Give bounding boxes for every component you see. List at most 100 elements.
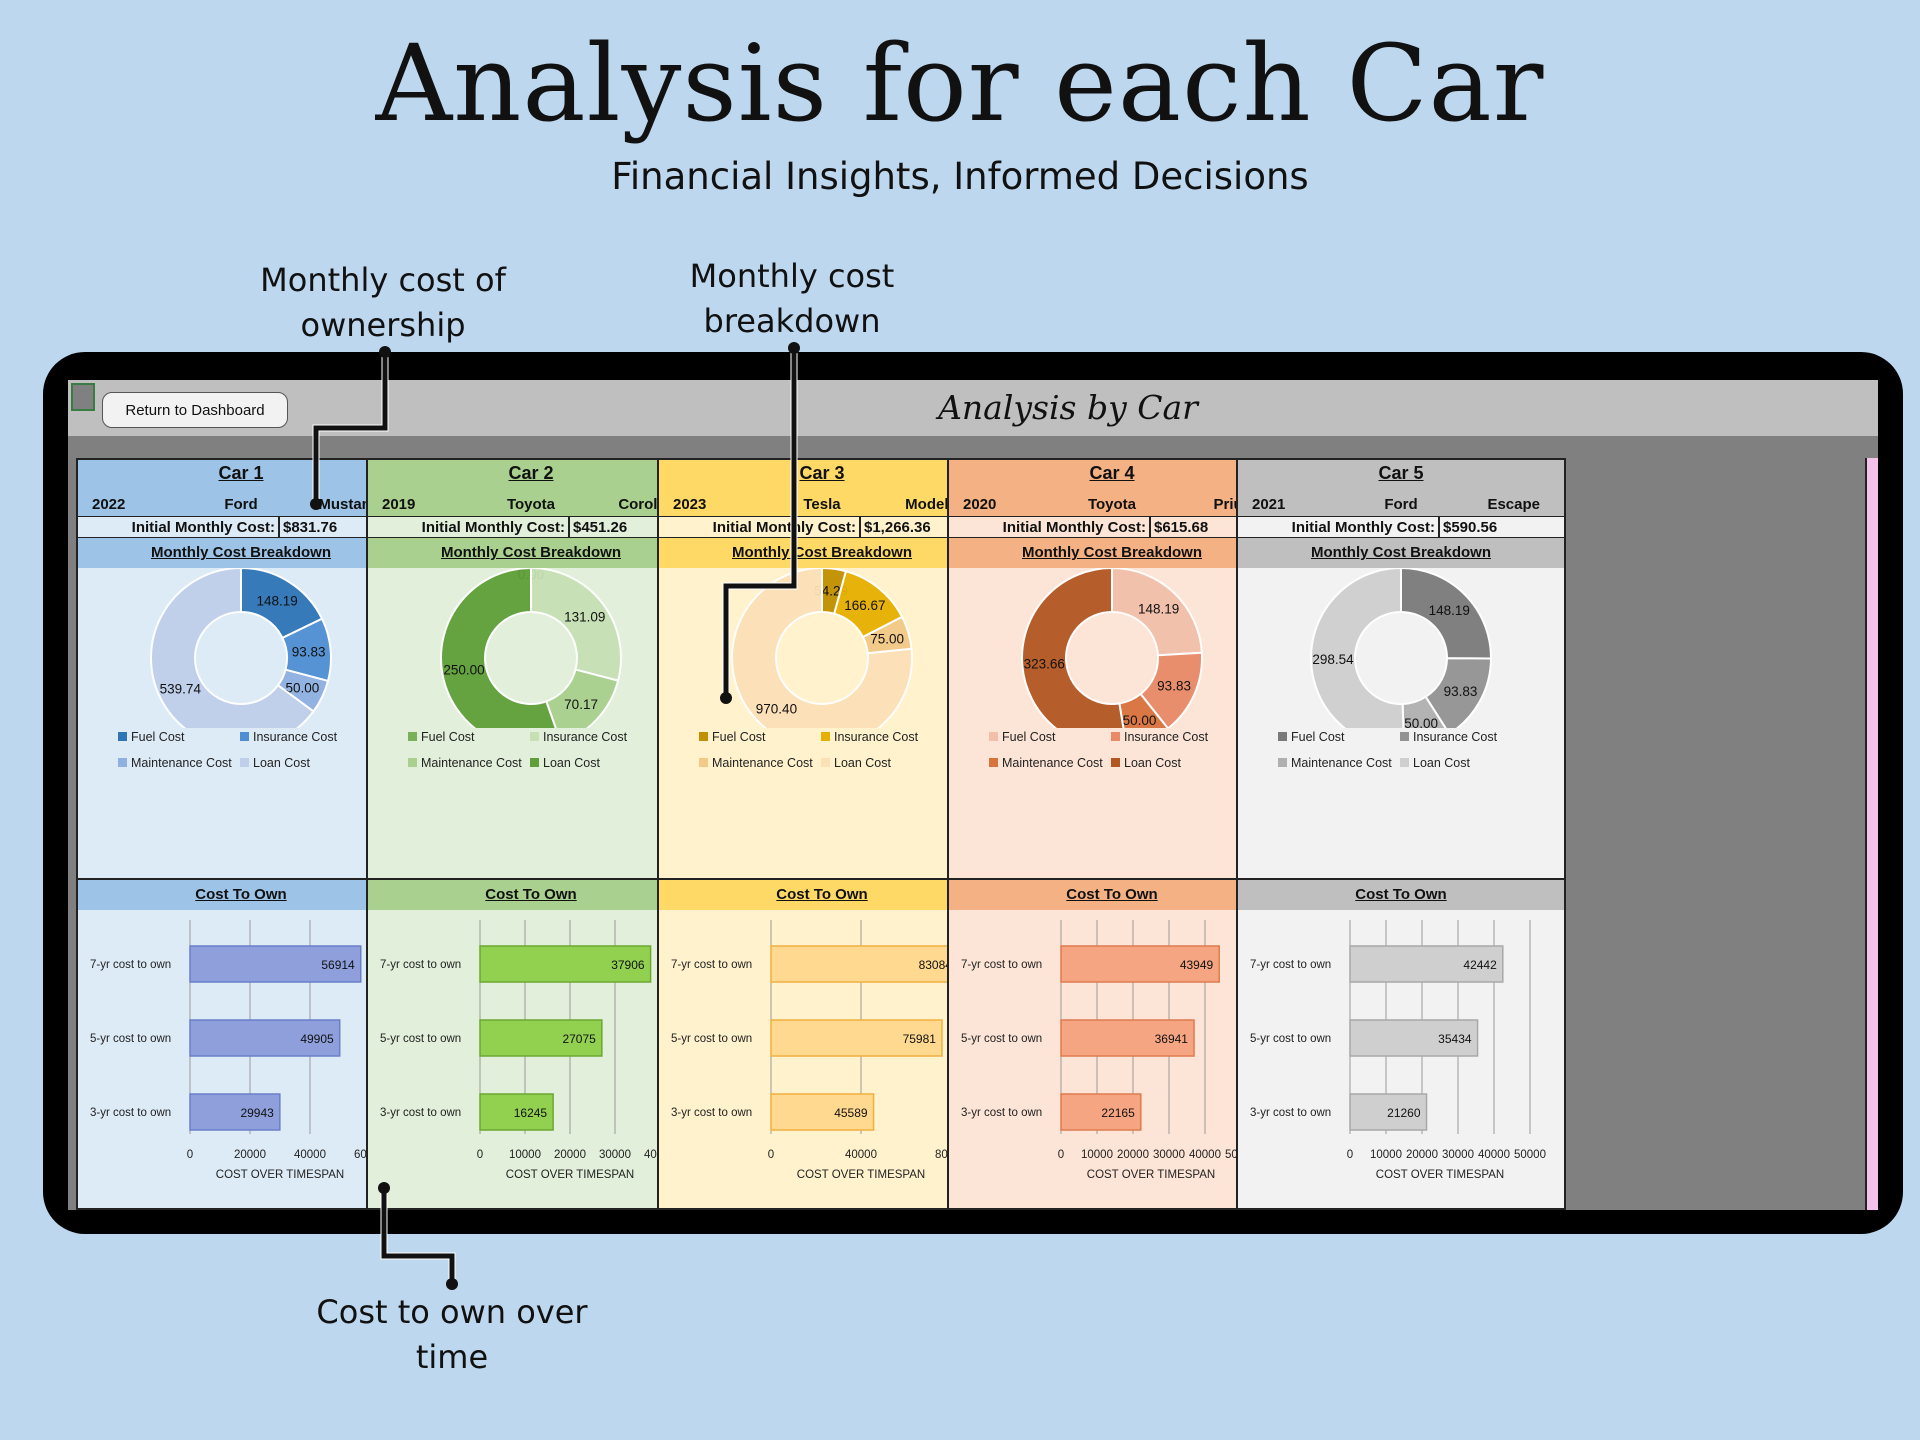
legend-swatch bbox=[1278, 732, 1287, 741]
bar-value-label: 21260 bbox=[1387, 1106, 1421, 1120]
car-year: 2020 bbox=[963, 496, 997, 513]
cost-to-own-title: Cost To Own bbox=[949, 880, 1275, 910]
bar-value-label: 43949 bbox=[1180, 958, 1214, 972]
legend-item: Maintenance Cost bbox=[989, 756, 1103, 770]
legend-item: Fuel Cost bbox=[699, 730, 766, 744]
bar-category-label: 7-yr cost to own bbox=[90, 959, 171, 971]
car-name: Car 1 bbox=[218, 463, 264, 483]
legend-label: Insurance Cost bbox=[1413, 730, 1498, 744]
callout-line-2: breakdown bbox=[703, 302, 881, 340]
bar-category-label: 3-yr cost to own bbox=[961, 1107, 1042, 1119]
x-tick-label: 40000 bbox=[1189, 1149, 1221, 1161]
donut-slice-insurance-cost bbox=[1139, 651, 1203, 728]
initial-monthly-cost-value[interactable]: $451.26 bbox=[573, 519, 628, 536]
select-all-cell[interactable] bbox=[71, 383, 95, 411]
cost-bar bbox=[770, 1019, 943, 1057]
monthly-cost-breakdown-title: Monthly Cost Breakdown bbox=[78, 538, 404, 568]
legend-label: Maintenance Cost bbox=[1002, 756, 1103, 770]
donut-slice-loan-cost bbox=[1310, 568, 1405, 728]
legend-label: Maintenance Cost bbox=[712, 756, 813, 770]
car-make: Ford bbox=[1384, 496, 1418, 513]
donut-slice-maintenance-cost bbox=[545, 668, 620, 728]
donut-data-label: 50.00 bbox=[1404, 716, 1438, 728]
x-tick-label: 10000 bbox=[1081, 1149, 1113, 1161]
legend-swatch bbox=[408, 758, 417, 767]
return-to-dashboard-button[interactable]: Return to Dashboard bbox=[102, 392, 288, 428]
legend-item: Maintenance Cost bbox=[699, 756, 813, 770]
legend-label: Loan Cost bbox=[1413, 756, 1470, 770]
legend-label: Maintenance Cost bbox=[131, 756, 232, 770]
bar-category-label: 7-yr cost to own bbox=[671, 959, 752, 971]
donut-data-label: 75.00 bbox=[870, 632, 904, 647]
x-tick-label: 20000 bbox=[1117, 1149, 1149, 1161]
sheet-title: Analysis by Car bbox=[938, 388, 1198, 427]
legend-item: Insurance Cost bbox=[821, 730, 918, 744]
initial-monthly-cost-label: Initial Monthly Cost: bbox=[1291, 519, 1435, 536]
donut-data-label: 970.40 bbox=[756, 701, 797, 716]
donut-slice-insurance-cost bbox=[1424, 657, 1493, 728]
initial-monthly-cost-value[interactable]: $831.76 bbox=[283, 519, 338, 536]
initial-monthly-cost-row: Initial Monthly Cost: $590.56 bbox=[1238, 516, 1564, 538]
bar-value-label: 22165 bbox=[1101, 1106, 1135, 1120]
monthly-cost-breakdown-title: Monthly Cost Breakdown bbox=[368, 538, 694, 568]
bar-category-label: 5-yr cost to own bbox=[90, 1033, 171, 1045]
initial-monthly-cost-row: Initial Monthly Cost: $451.26 bbox=[368, 516, 694, 538]
cost-to-own-bar-chart[interactable]: 02000040000600007-yr cost to own569145-y… bbox=[78, 910, 404, 1206]
donut-data-label: 539.74 bbox=[160, 682, 202, 697]
cost-to-own-title: Cost To Own bbox=[368, 880, 694, 910]
car-model: Escape bbox=[1487, 496, 1540, 513]
legend-label: Insurance Cost bbox=[1124, 730, 1209, 744]
car-name: Car 5 bbox=[1378, 463, 1424, 483]
legend-label: Loan Cost bbox=[1124, 756, 1181, 770]
car-make: Ford bbox=[224, 496, 258, 513]
initial-monthly-cost-value[interactable]: $1,266.36 bbox=[864, 519, 931, 536]
car-make: Tesla bbox=[803, 496, 841, 513]
legend-item: Loan Cost bbox=[530, 756, 600, 770]
x-tick-label: 40000 bbox=[845, 1149, 877, 1161]
bar-value-label: 42442 bbox=[1463, 958, 1497, 972]
callout-monthly-cost: Monthly cost of ownership bbox=[238, 258, 528, 348]
legend-item: Fuel Cost bbox=[1278, 730, 1345, 744]
x-tick-label: 30000 bbox=[1153, 1149, 1185, 1161]
sheet-header: Return to Dashboard Analysis by Car bbox=[68, 380, 1878, 436]
cost-bar bbox=[479, 945, 652, 983]
legend-item: Loan Cost bbox=[1400, 756, 1470, 770]
legend-swatch bbox=[408, 732, 417, 741]
donut-slice-fuel-cost bbox=[1111, 568, 1203, 657]
x-tick-label: 30000 bbox=[1442, 1149, 1474, 1161]
car-name: Car 3 bbox=[799, 463, 845, 483]
x-tick-label: 20000 bbox=[234, 1149, 266, 1161]
initial-monthly-cost-label: Initial Monthly Cost: bbox=[712, 519, 856, 536]
x-tick-label: 30000 bbox=[599, 1149, 631, 1161]
initial-monthly-cost-label: Initial Monthly Cost: bbox=[421, 519, 565, 536]
bar-category-label: 7-yr cost to own bbox=[1250, 959, 1331, 971]
legend-label: Insurance Cost bbox=[253, 730, 338, 744]
cost-bar bbox=[770, 1093, 875, 1131]
legend-item: Insurance Cost bbox=[1111, 730, 1208, 744]
donut-data-label: 298.54 bbox=[1312, 652, 1354, 667]
legend-swatch bbox=[989, 732, 998, 741]
donut-data-label: 70.17 bbox=[564, 697, 598, 712]
donut-data-label: 50.00 bbox=[1123, 713, 1157, 728]
initial-monthly-cost-label: Initial Monthly Cost: bbox=[1002, 519, 1146, 536]
cost-bar bbox=[1060, 1019, 1195, 1057]
bar-value-label: 29943 bbox=[240, 1106, 274, 1120]
monthly-cost-breakdown-title: Monthly Cost Breakdown bbox=[1238, 538, 1564, 568]
monthly-cost-breakdown-title: Monthly Cost Breakdown bbox=[949, 538, 1275, 568]
donut-slice-fuel-cost bbox=[1400, 568, 1492, 660]
initial-monthly-cost-value[interactable]: $590.56 bbox=[1443, 519, 1498, 536]
initial-monthly-cost-value[interactable]: $615.68 bbox=[1154, 519, 1209, 536]
bar-category-label: 5-yr cost to own bbox=[380, 1033, 461, 1045]
donut-slice-insurance-cost bbox=[530, 568, 622, 682]
